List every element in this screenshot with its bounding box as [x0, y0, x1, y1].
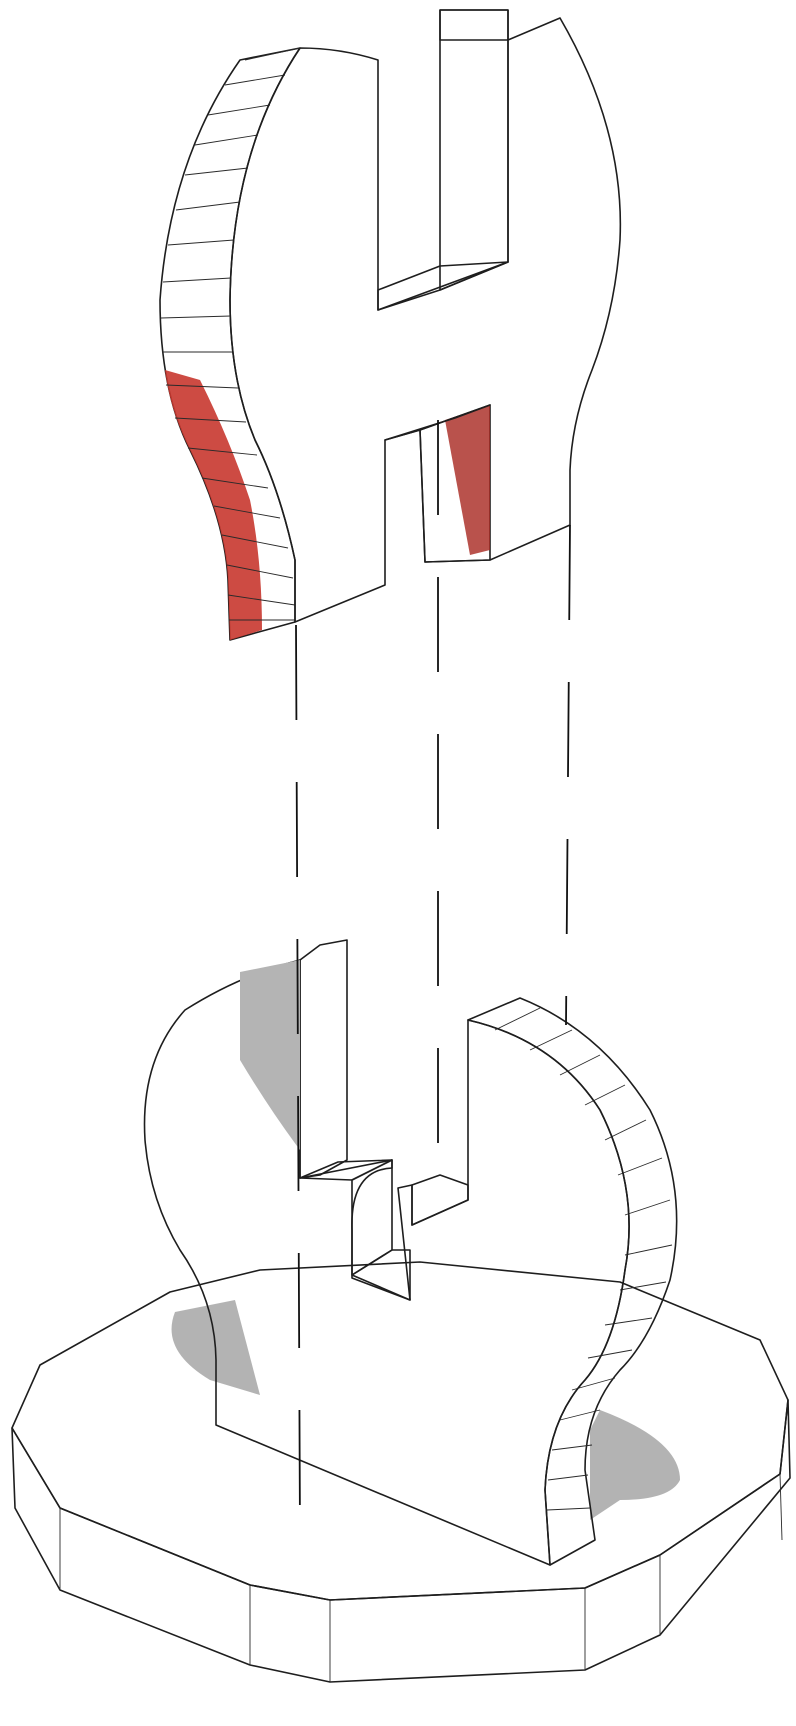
lower-right-step [412, 1175, 468, 1225]
upper-part-side-shadow [165, 370, 262, 640]
lower-block-top-left [300, 940, 347, 1178]
lower-block-front-face [145, 960, 630, 1565]
lower-step-front [352, 1160, 392, 1275]
side-band [618, 1158, 662, 1175]
side-band [195, 135, 258, 145]
side-band [585, 1085, 625, 1105]
side-band [625, 1245, 672, 1255]
side-band [245, 48, 300, 60]
side-band [588, 1350, 632, 1358]
lower-slot-floor [352, 1250, 410, 1300]
base-top-face [12, 1262, 788, 1600]
upper-lower-slot-shadow [445, 405, 490, 555]
side-band [620, 1282, 666, 1290]
base-side-face [12, 1400, 790, 1682]
side-band [495, 1008, 540, 1030]
upper-right-arm-inner-wall [440, 10, 508, 290]
side-band [176, 202, 240, 210]
base-panel-line [780, 1474, 782, 1540]
side-band [625, 1200, 670, 1215]
side-band [225, 75, 285, 85]
side-band [208, 105, 270, 115]
upper-red-part [160, 10, 620, 640]
lower-block-inner-shadow [240, 960, 300, 1150]
alignment-guide-right [566, 525, 570, 1025]
upper-right-arm-top [440, 10, 508, 40]
octagonal-base [12, 1262, 790, 1682]
base-cast-shadow-right [590, 1410, 680, 1520]
side-band [560, 1055, 600, 1075]
side-band [548, 1475, 588, 1480]
side-band [605, 1318, 652, 1325]
side-band [161, 316, 231, 318]
side-band [168, 240, 234, 245]
side-band [163, 278, 231, 282]
side-band [547, 1508, 590, 1510]
alignment-guides [296, 420, 570, 1535]
upper-part-front-face [230, 18, 620, 622]
side-band [185, 168, 248, 175]
